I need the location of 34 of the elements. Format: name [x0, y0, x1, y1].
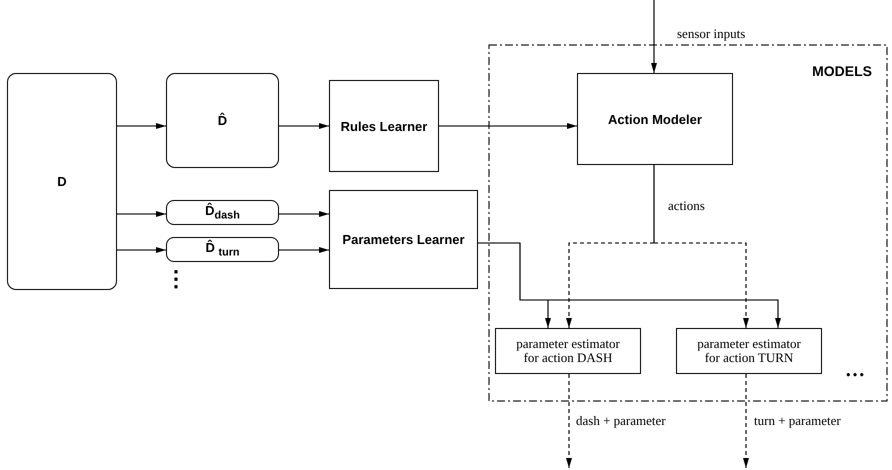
arrow — [653, 165, 749, 328]
node-label: D̂ — [218, 113, 228, 128]
node-label: D̂$_{dash}$ — [205, 203, 240, 222]
arrow — [279, 211, 329, 217]
arrow — [279, 247, 329, 253]
arrow — [117, 123, 166, 129]
data-box — [166, 200, 279, 225]
node-label: D — [57, 174, 67, 189]
group-title: MODELS — [812, 63, 872, 79]
node-label: parameter estimator for action TURN — [696, 336, 802, 366]
node-label: Action Modeler — [608, 112, 702, 126]
data-box — [166, 237, 279, 262]
arrow — [439, 123, 577, 129]
group-frame — [488, 44, 888, 402]
edge-label: sensor inputs — [676, 26, 746, 42]
estimator-box — [495, 328, 641, 374]
node-label: D̂ $_{turn}$ — [205, 240, 240, 259]
arrow — [117, 247, 166, 253]
arrow — [117, 211, 166, 217]
data-box — [166, 73, 279, 168]
node-label: Rules Learner — [340, 118, 428, 134]
arrow — [651, 0, 657, 73]
process-box — [329, 80, 439, 172]
data-box — [7, 73, 117, 290]
arrow — [279, 123, 329, 129]
arrow — [566, 374, 572, 468]
arrow — [478, 242, 781, 328]
edge-label: dash + parameter — [575, 413, 667, 429]
process-box — [329, 190, 478, 289]
node-label: Parameters Learner — [342, 232, 465, 247]
process-box — [577, 73, 733, 165]
node-label: parameter estimator for action DASH — [515, 336, 621, 366]
estimator-box — [676, 328, 822, 374]
arrow — [743, 374, 749, 468]
